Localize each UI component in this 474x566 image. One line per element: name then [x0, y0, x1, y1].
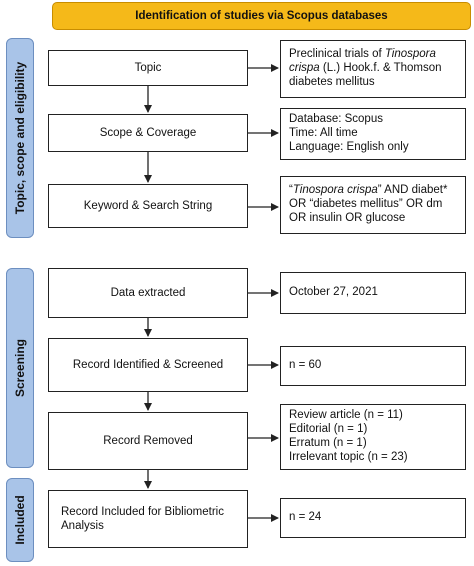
- note-identified: n = 60: [280, 346, 466, 386]
- note-included: n = 24: [280, 498, 466, 538]
- note-text-italic: Tinospora: [384, 48, 436, 61]
- note-text: “: [289, 184, 293, 197]
- step-record-removed: Record Removed: [48, 412, 248, 470]
- phase-screening: Screening: [6, 268, 34, 468]
- step-extracted-label: Data extracted: [110, 286, 186, 299]
- note-extracted: October 27, 2021: [280, 272, 466, 314]
- step-record-included: Record Included for Bibliometric Analysi…: [48, 490, 248, 548]
- diagram-header: Identification of studies via Scopus dat…: [52, 2, 471, 30]
- step-keyword-label: Keyword & Search String: [83, 199, 213, 212]
- note-text-italic: crispa: [289, 62, 320, 75]
- note-text: n = 24: [289, 511, 322, 524]
- step-topic-label: Topic: [134, 61, 162, 74]
- note-text: Erratum (n = 1): [289, 437, 367, 449]
- note-text: n = 60: [289, 359, 322, 372]
- note-text: Review article (n = 11): [289, 409, 403, 422]
- note-text: diabetes mellitus: [289, 75, 375, 88]
- note-scope: Database: Scopus Time: All time Language…: [280, 108, 466, 160]
- phase-topic-scope-eligibility: Topic, scope and eligibility: [6, 38, 34, 238]
- step-data-extracted: Data extracted: [48, 268, 248, 318]
- note-text: Editorial (n = 1): [289, 423, 368, 436]
- note-topic: Preclinical trials of Tinospora crispa (…: [280, 40, 466, 98]
- step-included-label: Record Included for Bibliometric Analysi…: [61, 505, 224, 532]
- note-text: ” AND diabet*: [377, 184, 448, 197]
- step-topic: Topic: [48, 50, 248, 86]
- note-text: OR “diabetes mellitus” OR dm: [289, 198, 443, 211]
- note-text: OR insulin OR glucose: [289, 211, 406, 224]
- phase-included: Included: [6, 478, 34, 562]
- step-keyword-search: Keyword & Search String: [48, 184, 248, 228]
- note-text: Preclinical trials of: [289, 48, 385, 61]
- note-text: Database: Scopus: [289, 113, 383, 126]
- note-text: Time: All time: [289, 127, 358, 140]
- note-keyword: “Tinospora crispa” AND diabet* OR “diabe…: [280, 176, 466, 234]
- step-record-identified: Record Identified & Screened: [48, 338, 248, 392]
- note-text: Irrelevant topic (n = 23): [289, 450, 408, 463]
- note-text: Language: English only: [289, 140, 409, 153]
- step-scope-label: Scope & Coverage: [99, 126, 197, 139]
- note-removed: Review article (n = 11) Editorial (n = 1…: [280, 404, 466, 470]
- note-text: (L.) Hook.f. & Thomson: [319, 62, 442, 75]
- note-text-italic: Tinospora crispa: [292, 184, 378, 197]
- step-removed-label: Record Removed: [103, 434, 193, 447]
- step-scope-coverage: Scope & Coverage: [48, 114, 248, 152]
- step-identified-label: Record Identified & Screened: [72, 358, 224, 371]
- note-text: October 27, 2021: [289, 286, 378, 299]
